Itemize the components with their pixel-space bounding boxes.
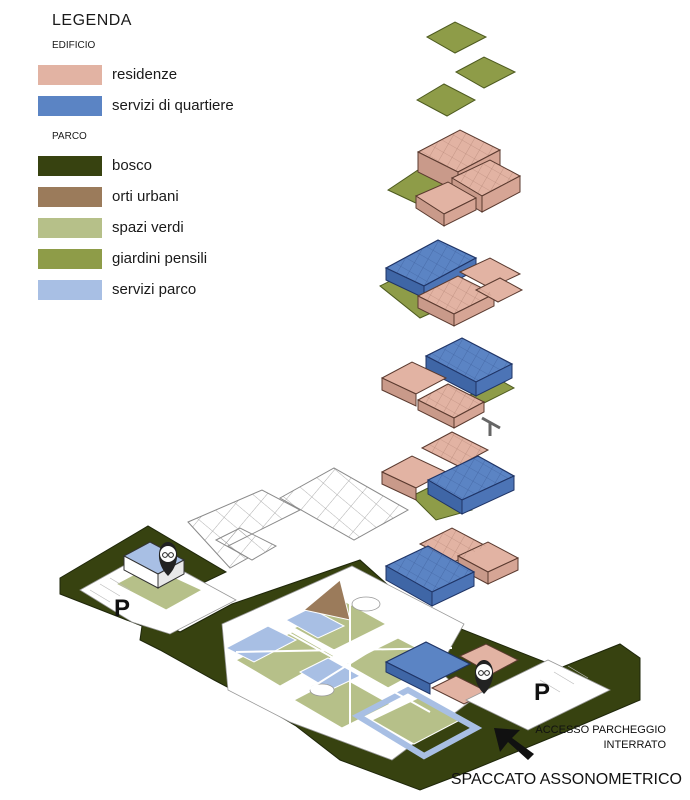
legend-title: LEGENDA <box>52 12 132 29</box>
underground-outline <box>187 467 410 569</box>
residential-block <box>487 557 519 585</box>
hatch-overlay <box>420 528 486 562</box>
hatch-overlay <box>428 456 514 500</box>
parking-label-right: P <box>534 679 550 706</box>
hatched-slab <box>278 467 410 541</box>
stair-element <box>481 416 501 436</box>
access-label-line2: INTERRATO <box>603 739 666 751</box>
legend-group-heading: EDIFICIO <box>52 40 96 51</box>
roof-garden-tile <box>425 21 488 54</box>
legend-label: residenze <box>112 66 178 83</box>
legend-swatch <box>38 64 102 85</box>
legend-item-servizi-parco: servizi parco <box>38 274 298 305</box>
roof-garden-tile <box>415 83 477 117</box>
legend-swatch <box>38 217 102 238</box>
legend-label: spazi verdi <box>112 219 184 236</box>
residential-block <box>443 197 477 227</box>
hatch-overlay <box>418 130 500 172</box>
fountain <box>309 683 335 697</box>
hatch-overlay <box>386 546 474 592</box>
orti-urbani-area <box>302 579 351 621</box>
hatched-slab <box>214 527 278 561</box>
building-level-4 <box>380 431 516 521</box>
servizi-parco-area <box>351 686 483 760</box>
residential-block <box>481 175 521 213</box>
arrow-icon <box>494 728 534 760</box>
legend-item-giardini-pensili: giardini pensili <box>38 243 298 274</box>
legend-item-orti-urbani: orti urbani <box>38 181 298 212</box>
bicycle-pin-icon <box>158 542 178 576</box>
park-ground <box>59 525 641 791</box>
legend-swatch <box>38 279 102 300</box>
residential-block <box>381 471 417 501</box>
fountain <box>351 596 381 612</box>
servizi-parco-area <box>284 607 346 639</box>
hatch-overlay <box>418 384 484 418</box>
legend-label: giardini pensili <box>112 250 208 267</box>
parking-strip <box>465 659 611 731</box>
service-block <box>431 571 475 607</box>
access-label: ACCESSO PARCHEGGIO <box>535 724 666 736</box>
building-level-1 <box>386 129 522 227</box>
parking-lines <box>89 577 589 693</box>
legend-item-servizi-quartiere: servizi di quartiere <box>38 90 298 121</box>
building-level-3 <box>380 337 516 436</box>
bicycle-pin-icon <box>474 660 494 694</box>
hatch-overlay <box>386 240 476 286</box>
legend-label: bosco <box>112 157 153 174</box>
legend-swatch <box>38 248 102 269</box>
legend-label: orti urbani <box>112 188 179 205</box>
hatched-slab <box>187 489 302 569</box>
roof-garden-tile <box>454 56 517 89</box>
legend-swatch <box>38 186 102 207</box>
roof-garden-layer <box>415 21 517 117</box>
legend-item-bosco: bosco <box>38 150 298 181</box>
residential-block <box>453 401 485 429</box>
legend: LEGENDA EDIFICIO residenze servizi di qu… <box>38 12 298 305</box>
diagram-caption: SPACCATO ASSONOMETRICO <box>451 771 682 788</box>
legend-item-residenze: residenze <box>38 59 298 90</box>
parking-label-left: P <box>114 595 130 622</box>
legend-swatch <box>38 155 102 176</box>
legend-item-spazi-verdi: spazi verdi <box>38 212 298 243</box>
hatch-overlay <box>418 276 494 314</box>
building-level-2 <box>379 239 524 327</box>
building-level-5 <box>384 527 520 607</box>
service-block <box>385 661 431 695</box>
hatch-overlay <box>452 160 520 196</box>
hatch-overlay <box>422 432 488 466</box>
giardini-pensili-area <box>224 625 298 663</box>
legend-swatch <box>38 95 102 116</box>
legend-label: servizi di quartiere <box>112 97 234 114</box>
legend-group-heading: PARCO <box>52 131 87 142</box>
legend-label: servizi parco <box>112 281 197 298</box>
hatch-overlay <box>426 338 512 382</box>
residential-block <box>381 377 417 407</box>
